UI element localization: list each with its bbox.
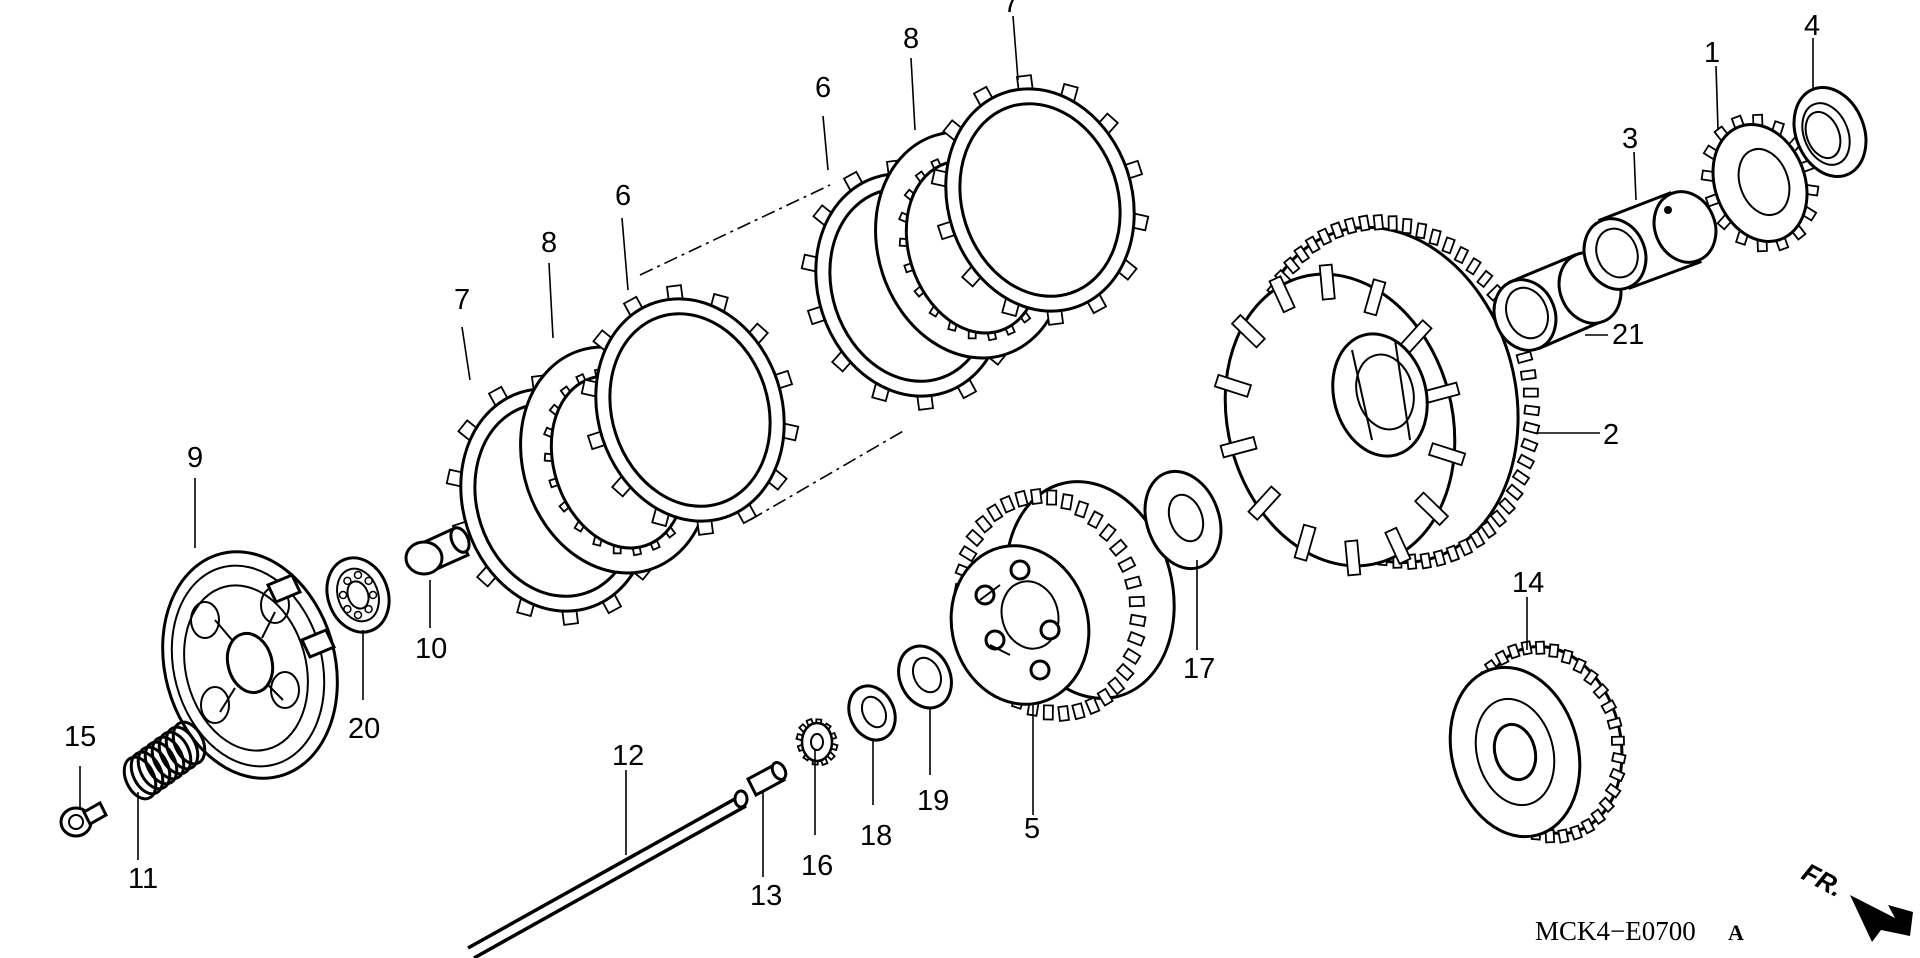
callout-17: 17 bbox=[1183, 653, 1215, 685]
callout-1: 1 bbox=[1704, 37, 1720, 69]
callout-5: 5 bbox=[1024, 813, 1040, 845]
callout-8-left: 8 bbox=[541, 227, 557, 259]
callout-2: 2 bbox=[1603, 419, 1619, 451]
part-14-gear bbox=[1448, 640, 1627, 844]
callout-8-right: 8 bbox=[903, 23, 919, 55]
callout-18: 18 bbox=[860, 820, 892, 852]
reference-code-suffix: A bbox=[1728, 920, 1744, 945]
callout-labels: 1 2 3 4 5 6 6 7 7 8 8 9 10 11 12 13 14 1… bbox=[64, 0, 1820, 912]
callout-21: 21 bbox=[1612, 319, 1644, 351]
callout-13: 13 bbox=[750, 880, 782, 912]
callout-11: 11 bbox=[128, 863, 158, 895]
part-16-small-gear bbox=[795, 717, 839, 767]
callout-15: 15 bbox=[64, 721, 96, 753]
callout-6-left: 6 bbox=[615, 180, 631, 212]
part-7-friction-disc-right bbox=[930, 74, 1150, 326]
callout-14: 14 bbox=[1512, 567, 1544, 599]
callout-6-right: 6 bbox=[815, 72, 831, 104]
part-3-collar bbox=[1582, 190, 1718, 291]
part-6-friction-disc-left bbox=[580, 284, 800, 536]
part-10-lifter-piece bbox=[404, 526, 471, 576]
part-18-washer bbox=[847, 684, 897, 742]
callout-3: 3 bbox=[1622, 123, 1638, 155]
part-21-needle-bearing bbox=[1492, 251, 1623, 352]
callout-16: 16 bbox=[801, 850, 833, 882]
callout-9: 9 bbox=[187, 442, 203, 474]
callout-12: 12 bbox=[612, 740, 644, 772]
reference-code: MCK4−E0700 A bbox=[1535, 916, 1744, 946]
callout-19: 19 bbox=[917, 785, 949, 817]
callout-7-right: 7 bbox=[1003, 0, 1019, 19]
part-5-clutch-center bbox=[949, 480, 1176, 723]
callout-20: 20 bbox=[348, 713, 380, 745]
part-20-bearing bbox=[325, 556, 391, 634]
part-17-washer bbox=[1143, 469, 1223, 571]
part-2-clutch-outer bbox=[1213, 213, 1541, 577]
repetition-lines bbox=[639, 184, 906, 521]
callout-10: 10 bbox=[415, 633, 447, 665]
callout-7-left: 7 bbox=[454, 284, 470, 316]
part-12-push-rod bbox=[467, 789, 749, 958]
part-1-spline-washer bbox=[1700, 113, 1820, 253]
part-11-spring bbox=[122, 720, 207, 801]
part-13-rod-piece bbox=[746, 761, 788, 798]
part-9-pressure-plate bbox=[161, 550, 339, 780]
leader-lines bbox=[79, 15, 1814, 877]
callout-4: 4 bbox=[1804, 10, 1820, 42]
part-15-bolt bbox=[59, 800, 108, 838]
front-direction-label: FR. bbox=[1797, 857, 1848, 903]
part-19-washer bbox=[897, 644, 953, 710]
front-direction-arrow-icon bbox=[1850, 895, 1913, 942]
reference-code-text: MCK4−E0700 bbox=[1535, 916, 1696, 946]
